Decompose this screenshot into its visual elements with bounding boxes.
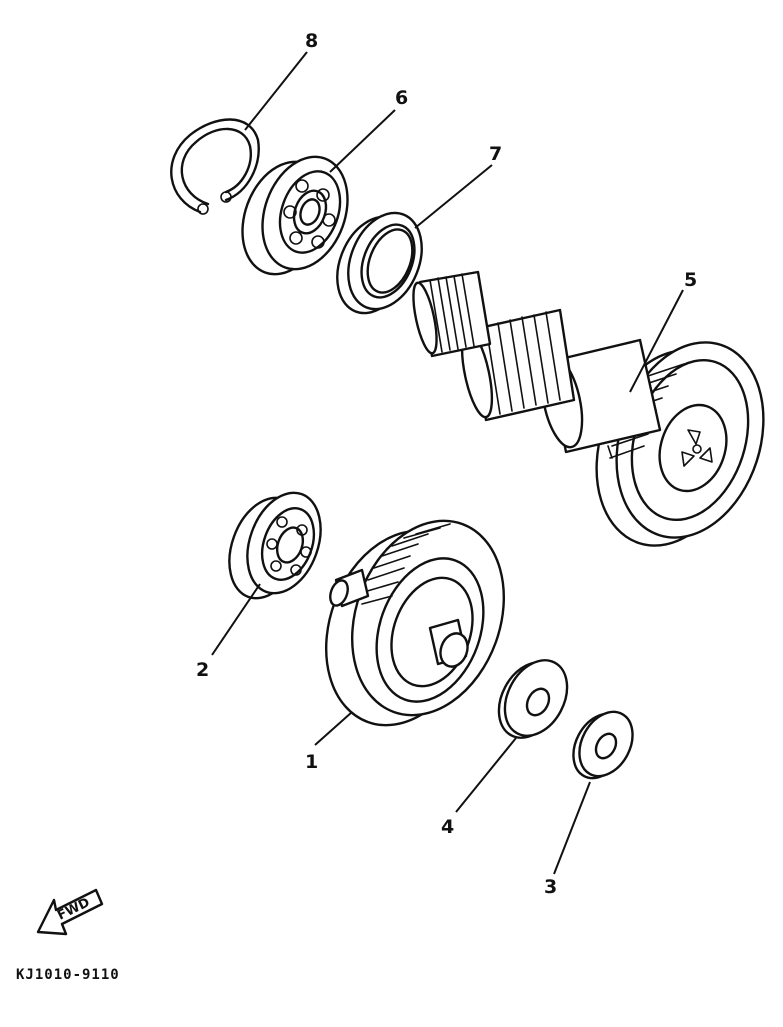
shaft-gear-part-5 xyxy=(412,270,765,547)
circlip-part-8 xyxy=(170,118,260,215)
callout-5: 5 xyxy=(684,269,697,291)
fwd-arrow-icon: FWD xyxy=(36,888,104,936)
callout-7: 7 xyxy=(489,143,502,165)
drawing-code: KJ1010-9110 xyxy=(16,967,120,983)
callout-2: 2 xyxy=(196,659,209,681)
leader-2 xyxy=(211,583,261,656)
leader-3 xyxy=(553,781,591,875)
callout-8: 8 xyxy=(305,30,318,52)
bearing-part-6 xyxy=(241,155,349,276)
leader-1 xyxy=(314,711,353,746)
callout-3: 3 xyxy=(544,876,557,898)
leader-4 xyxy=(455,737,517,813)
callout-6: 6 xyxy=(395,87,408,109)
bearing-part-2 xyxy=(228,491,322,600)
gear-part-1 xyxy=(324,519,506,727)
leader-7 xyxy=(414,164,493,229)
washer-part-4 xyxy=(497,659,569,739)
leader-5 xyxy=(629,289,684,393)
leader-8 xyxy=(244,51,308,131)
callout-4: 4 xyxy=(441,816,454,838)
leader-lines xyxy=(211,51,684,875)
oil-seal-part-7 xyxy=(336,211,423,315)
leader-6 xyxy=(329,109,396,173)
callout-1: 1 xyxy=(305,751,318,773)
washer-part-3 xyxy=(572,710,634,780)
